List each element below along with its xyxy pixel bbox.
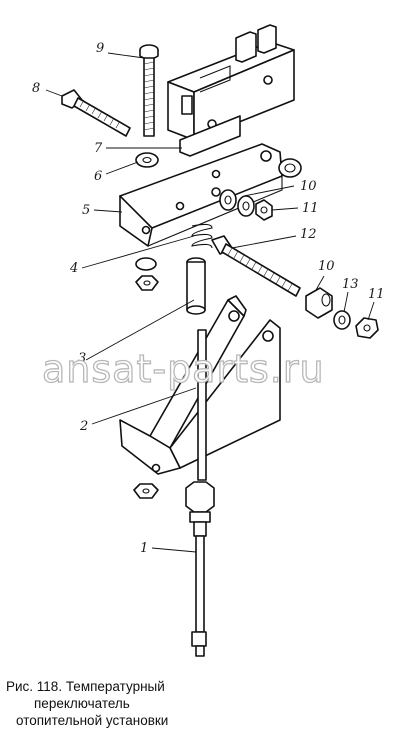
callout-11a: 11 (302, 201, 319, 216)
leader-lines (45, 52, 375, 553)
pin-3 (186, 257, 206, 315)
caption-line-2: переключатель (34, 696, 130, 711)
callout-8: 8 (32, 81, 40, 96)
figure-caption: Рис. 118. Температурный переключатель от… (6, 678, 306, 729)
callout-2: 2 (79, 419, 88, 434)
nut-lower (133, 483, 159, 499)
caption-line-1: Рис. 118. Температурный (6, 679, 165, 694)
bracket-5 (119, 143, 302, 247)
callout-6: 6 (94, 169, 102, 184)
screw-12 (211, 235, 301, 297)
callout-3: 3 (78, 351, 86, 366)
callout-7: 7 (94, 141, 103, 156)
switch-block-7 (167, 24, 295, 157)
spring-4 (135, 223, 213, 291)
callout-5: 5 (82, 203, 90, 218)
watermark: ansat-parts.ru (42, 347, 325, 391)
callout-10a: 10 (300, 179, 317, 194)
bushing-washer-nut (305, 287, 379, 339)
callout-9: 9 (96, 41, 104, 56)
screw-8 (61, 89, 131, 137)
rod (197, 329, 207, 481)
sensor-rod-1 (185, 481, 215, 657)
callout-13: 13 (342, 277, 359, 292)
callout-4: 4 (69, 261, 78, 276)
callout-10b: 10 (318, 259, 335, 274)
washer-6 (135, 152, 159, 168)
washer-stack-10-11 (219, 189, 273, 221)
callout-12: 12 (300, 227, 317, 242)
caption-line-3: отопительной установки (16, 713, 169, 728)
callout-1: 1 (140, 541, 148, 556)
screw-9 (139, 44, 159, 137)
callout-11b: 11 (368, 287, 385, 302)
